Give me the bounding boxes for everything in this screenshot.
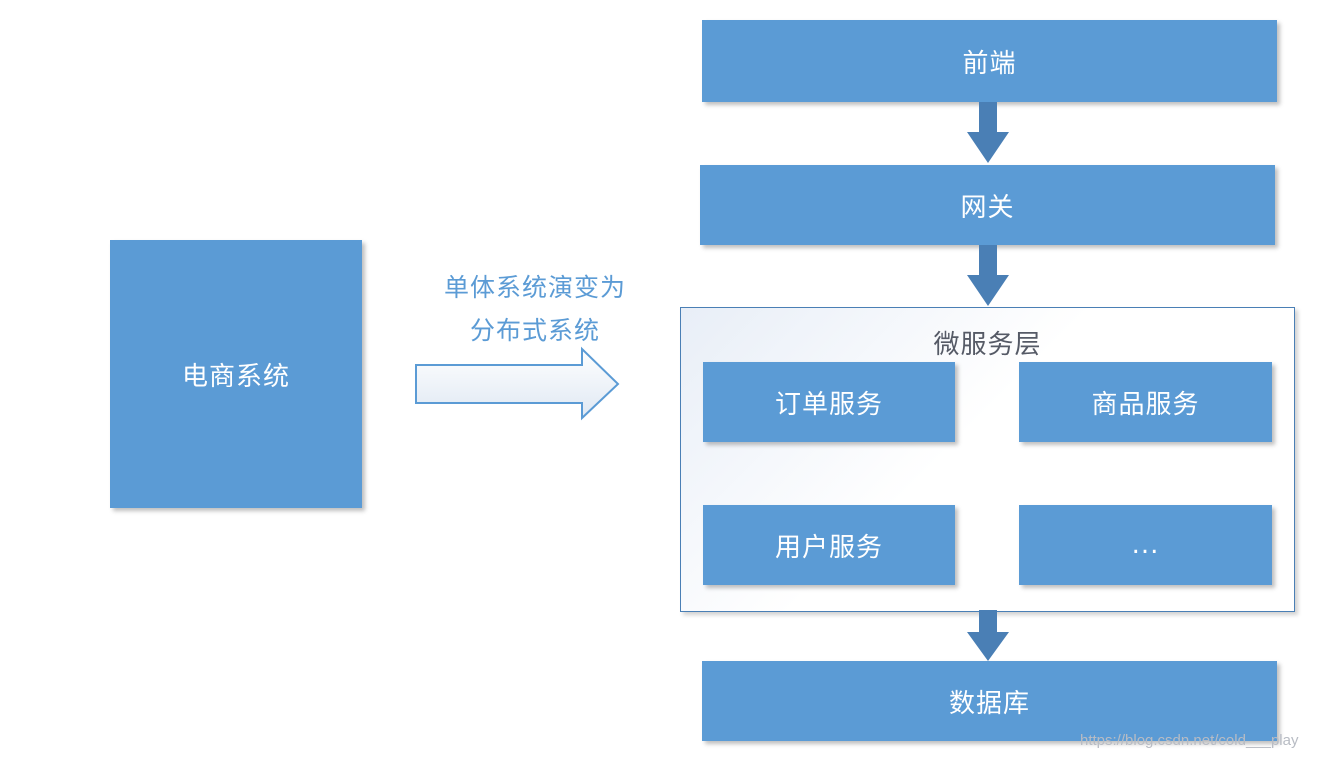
watermark-text: https://blog.csdn.net/cold___play bbox=[1080, 732, 1299, 749]
service-label: 订单服务 bbox=[774, 389, 883, 420]
service-order-box: 订单服务 bbox=[703, 362, 955, 442]
service-label: 用户服务 bbox=[774, 532, 883, 563]
database-label: 数据库 bbox=[948, 688, 1030, 719]
down-arrow-icon bbox=[967, 610, 1009, 661]
evolution-arrow-icon bbox=[415, 346, 620, 421]
microservice-layer-label: 微服务层 bbox=[933, 330, 1042, 360]
down-arrow-icon bbox=[967, 102, 1009, 163]
monolith-label: 电商系统 bbox=[181, 361, 290, 392]
evolution-caption: 单体系统演变为 分布式系统 bbox=[405, 266, 665, 352]
down-arrow-icon bbox=[967, 245, 1009, 306]
frontend-box: 前端 bbox=[702, 20, 1277, 102]
gateway-box: 网关 bbox=[700, 165, 1275, 245]
service-product-box: 商品服务 bbox=[1019, 362, 1272, 442]
evolution-caption-line1: 单体系统演变为 bbox=[443, 273, 626, 302]
gateway-label: 网关 bbox=[960, 192, 1015, 223]
service-user-box: 用户服务 bbox=[703, 505, 955, 585]
database-box: 数据库 bbox=[702, 661, 1277, 741]
evolution-caption-line2: 分布式系统 bbox=[469, 316, 600, 345]
service-label: 商品服务 bbox=[1091, 389, 1200, 420]
service-label: ... bbox=[1131, 530, 1160, 560]
service-more-box: ... bbox=[1019, 505, 1272, 585]
frontend-label: 前端 bbox=[962, 48, 1017, 79]
monolith-ecommerce-box: 电商系统 bbox=[110, 240, 362, 508]
